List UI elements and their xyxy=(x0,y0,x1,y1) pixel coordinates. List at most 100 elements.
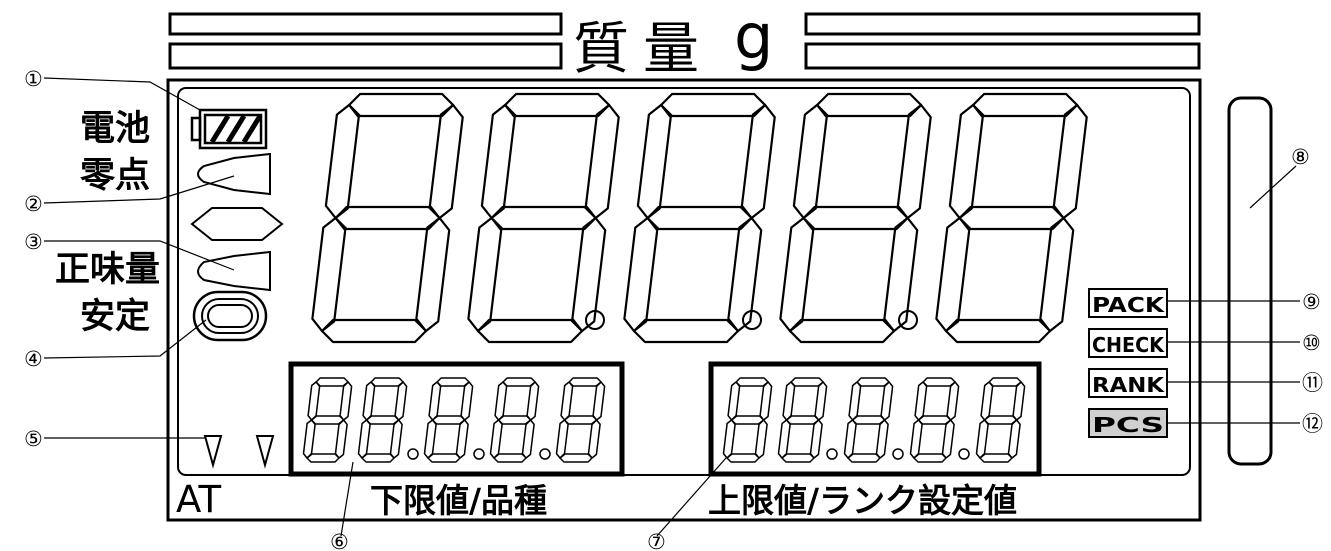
digit-main-5-segment-b xyxy=(1052,103,1088,220)
side-bar-indicator xyxy=(1227,96,1273,466)
callout-leader-lines xyxy=(43,77,1300,537)
digit-lower-1-segment-a xyxy=(315,377,349,387)
digit-upper-1-segment-d xyxy=(726,453,760,463)
label-net: 正味量 xyxy=(55,250,160,290)
digit-main-4-segment-b xyxy=(896,103,932,220)
callout-11: ⑪ xyxy=(1302,371,1323,395)
digit-main-3-segment-a xyxy=(659,92,767,118)
digit-lower-3-segment-e xyxy=(423,419,437,459)
digit-lower-4-segment-e xyxy=(489,419,503,459)
digit-upper-2-segment-e xyxy=(777,419,791,459)
zero-indicator-icon xyxy=(197,152,271,196)
callout-8: ⑧ xyxy=(1291,145,1310,169)
header-unit: g xyxy=(734,0,773,73)
digit-upper-2-segment-d xyxy=(781,453,815,463)
digit-lower-4-segment-a xyxy=(502,377,536,387)
digit-lower-1-segment-f xyxy=(307,381,321,421)
digit-upper-5-segment-c xyxy=(1007,419,1021,459)
digit-main-2-segment-g xyxy=(490,205,597,231)
digit-main-2-segment-d xyxy=(476,318,584,344)
digit-upper-3-segment-c xyxy=(875,419,889,459)
digit-lower-2-segment-d xyxy=(361,453,395,463)
digit-lower-5-segment-d xyxy=(559,453,593,463)
digit-upper-1-segment-b xyxy=(759,381,773,421)
upper-limit-seven-segment-display xyxy=(722,377,1026,463)
digit-lower-1-segment-b xyxy=(339,381,353,421)
digit-main-1-segment-b xyxy=(428,103,464,220)
display-window xyxy=(177,87,1191,476)
digit-lower-4-segment-g xyxy=(497,415,532,425)
callout-2: ② xyxy=(24,192,43,216)
digit-upper-3-segment-f xyxy=(848,381,862,421)
digit-main-3-segment-e xyxy=(623,216,659,333)
digit-upper-1-segment-e xyxy=(722,419,736,459)
digit-upper-1-segment-a xyxy=(735,377,769,387)
digit-upper-4-segment-c xyxy=(941,419,955,459)
digit-main-1-segment-e xyxy=(311,216,347,333)
digit-main-4-segment-e xyxy=(779,216,815,333)
digit-lower-1-segment-g xyxy=(310,415,345,425)
digit-main-3-segment-b xyxy=(740,103,776,220)
digit-upper-3-segment-g xyxy=(851,415,886,425)
digit-lower-3-segment-f xyxy=(428,381,442,421)
callout-1: ① xyxy=(24,67,43,91)
digit-lower-2-segment-f xyxy=(362,381,376,421)
digit-main-2-segment-f xyxy=(480,103,516,220)
digit-main-2-segment-a xyxy=(504,92,611,118)
digit-upper-4-segment-d xyxy=(913,453,947,463)
indicator-check: CHECK xyxy=(1088,328,1168,358)
digit-upper-5-segment-d xyxy=(979,453,1013,463)
digit-lower-2-segment-a xyxy=(370,377,404,387)
indicator-pack: PACK xyxy=(1088,288,1168,318)
digit-lower-4-segment-b xyxy=(526,381,540,421)
center-zero-icon xyxy=(190,207,284,241)
lower-limit-seven-segment-display xyxy=(302,377,606,463)
main-seven-segment-display xyxy=(311,92,1088,344)
battery-icon xyxy=(190,108,268,150)
callout-5: ⑤ xyxy=(24,427,43,451)
callout-6: ⑥ xyxy=(330,530,349,551)
digit-main-3-segment-d xyxy=(632,318,740,344)
label-at: AT xyxy=(176,478,221,521)
digit-main-5-segment-d xyxy=(944,318,1052,344)
digit-main-5-segment-g xyxy=(958,205,1065,231)
digit-lower-5-segment-g xyxy=(563,415,598,425)
digit-lower-1-segment-c xyxy=(334,419,348,459)
indicator-pcs-label: PCS xyxy=(1092,413,1164,437)
callout-12: ⑫ xyxy=(1302,412,1323,436)
indicator-rank-label: RANK xyxy=(1092,373,1166,397)
digit-upper-4-segment-g xyxy=(917,415,952,425)
digit-upper-4-segment-b xyxy=(946,381,960,421)
digit-main-1-segment-f xyxy=(324,103,360,220)
digit-lower-3-segment-a xyxy=(436,377,470,387)
indicator-rank: RANK xyxy=(1088,368,1168,398)
digit-main-3-segment-g xyxy=(646,205,753,231)
digit-upper-4-segment-f xyxy=(914,381,928,421)
digit-main-5-segment-f xyxy=(948,103,984,220)
digit-lower-2-segment-b xyxy=(394,381,408,421)
label-battery: 電池 xyxy=(80,109,150,149)
digit-upper-3-segment-d xyxy=(847,453,881,463)
label-upper-limit: 上限値/ランク設定値 xyxy=(708,481,1017,520)
digit-lower-2-segment-c xyxy=(389,419,403,459)
sub-decimal-points xyxy=(407,448,970,460)
digit-lower-5-segment-a xyxy=(568,377,602,387)
label-stable: 安定 xyxy=(80,297,150,337)
digit-main-4-segment-a xyxy=(815,92,923,118)
digit-lower-4-segment-d xyxy=(493,453,527,463)
indicator-check-label: CHECK xyxy=(1092,333,1165,357)
digit-lower-4-segment-c xyxy=(521,419,535,459)
callout-10: ⑩ xyxy=(1302,331,1321,355)
label-zero: 零点 xyxy=(80,156,150,196)
net-indicator-icon xyxy=(197,250,271,292)
digit-main-4-segment-d xyxy=(788,318,896,344)
digit-main-5-segment-e xyxy=(935,216,971,333)
digit-lower-4-segment-f xyxy=(494,381,508,421)
digit-lower-5-segment-b xyxy=(592,381,606,421)
digit-main-5-segment-c xyxy=(1039,216,1075,333)
indicator-pcs: PCS xyxy=(1088,408,1168,438)
digit-upper-4-segment-e xyxy=(909,419,923,459)
digit-lower-3-segment-g xyxy=(431,415,466,425)
digit-main-1-segment-d xyxy=(320,318,428,344)
